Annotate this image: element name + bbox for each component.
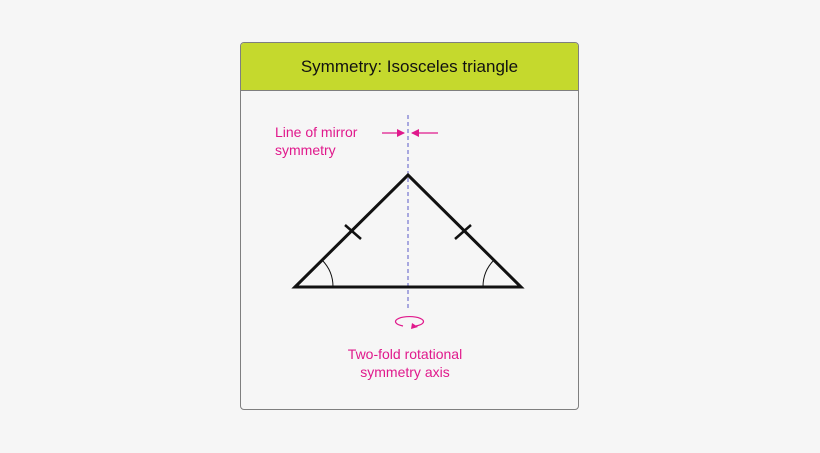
right-side-tick xyxy=(454,224,472,240)
left-angle-arc xyxy=(321,259,334,288)
card-title: Symmetry: Isosceles triangle xyxy=(300,56,519,76)
rotation-label-line1: Two-fold rotational xyxy=(347,346,463,362)
mirror-symmetry-label: Line of mirror symmetry xyxy=(275,123,357,159)
card-header: Symmetry: Isosceles triangle xyxy=(241,43,578,91)
left-side-tick xyxy=(344,224,362,240)
rotation-arrowhead xyxy=(411,323,418,329)
right-angle-arc xyxy=(482,259,495,288)
diagram-card: Symmetry: Isosceles triangle xyxy=(240,42,579,410)
mirror-label-line2: symmetry xyxy=(275,142,336,158)
rotation-arrow-icon xyxy=(394,315,425,327)
mirror-label-line1: Line of mirror xyxy=(275,124,358,140)
rotation-label-line2: symmetry axis xyxy=(360,364,450,380)
rotational-symmetry-label: Two-fold rotational symmetry axis xyxy=(330,345,480,381)
